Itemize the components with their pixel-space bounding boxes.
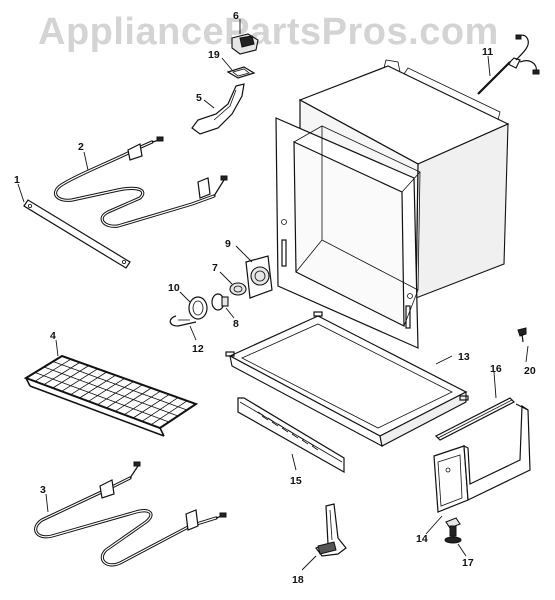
part-label-2: 2 bbox=[78, 141, 84, 153]
part-label-12: 12 bbox=[192, 343, 204, 355]
part-label-3: 3 bbox=[40, 484, 46, 496]
part-12-clip[interactable] bbox=[169, 315, 197, 327]
part-5-bracket[interactable] bbox=[191, 83, 245, 135]
part-label-8: 8 bbox=[233, 318, 239, 330]
part-label-20: 20 bbox=[524, 365, 536, 377]
part-6-switch[interactable] bbox=[231, 33, 259, 55]
vent-slots bbox=[257, 411, 319, 451]
part-label-15: 15 bbox=[290, 475, 302, 487]
part-19-gasket[interactable] bbox=[226, 66, 256, 79]
oven-cavity[interactable] bbox=[275, 59, 510, 349]
part-label-14: 14 bbox=[416, 533, 428, 545]
part-11-sensor[interactable] bbox=[477, 34, 540, 95]
part-label-4: 4 bbox=[50, 330, 56, 342]
part-18-hinge[interactable] bbox=[315, 503, 347, 557]
part-10-lens[interactable] bbox=[188, 296, 208, 320]
part-13-bottom-pan[interactable] bbox=[225, 311, 469, 448]
part-20-screw[interactable] bbox=[517, 327, 527, 343]
part-label-11: 11 bbox=[482, 46, 493, 58]
part-17-leveling-leg[interactable] bbox=[444, 517, 462, 544]
part-14-bracket[interactable] bbox=[433, 403, 531, 513]
part-label-16: 16 bbox=[490, 363, 502, 375]
part-15-vent-panel[interactable] bbox=[237, 397, 345, 474]
part-7-socket[interactable] bbox=[229, 282, 247, 296]
part-label-10: 10 bbox=[168, 282, 180, 294]
watermark-text: AppliancePartsPros.com bbox=[38, 11, 499, 53]
part-4-rack[interactable] bbox=[23, 354, 199, 437]
part-label-19: 19 bbox=[208, 49, 220, 61]
part-1-strap[interactable] bbox=[23, 199, 131, 269]
part-label-9: 9 bbox=[225, 238, 231, 250]
part-label-6: 6 bbox=[233, 10, 239, 22]
part-label-13: 13 bbox=[458, 351, 470, 363]
part-label-5: 5 bbox=[196, 92, 202, 104]
part-2-element[interactable] bbox=[54, 136, 228, 228]
part-8-bulb[interactable] bbox=[211, 293, 229, 311]
part-label-18: 18 bbox=[292, 574, 304, 586]
part-9-light-housing[interactable] bbox=[245, 255, 273, 299]
part-16-rail[interactable] bbox=[434, 397, 516, 441]
part-label-17: 17 bbox=[462, 557, 474, 569]
part-label-7: 7 bbox=[212, 262, 218, 274]
part-3-bake-element[interactable] bbox=[34, 461, 227, 567]
part-label-1: 1 bbox=[14, 174, 20, 186]
